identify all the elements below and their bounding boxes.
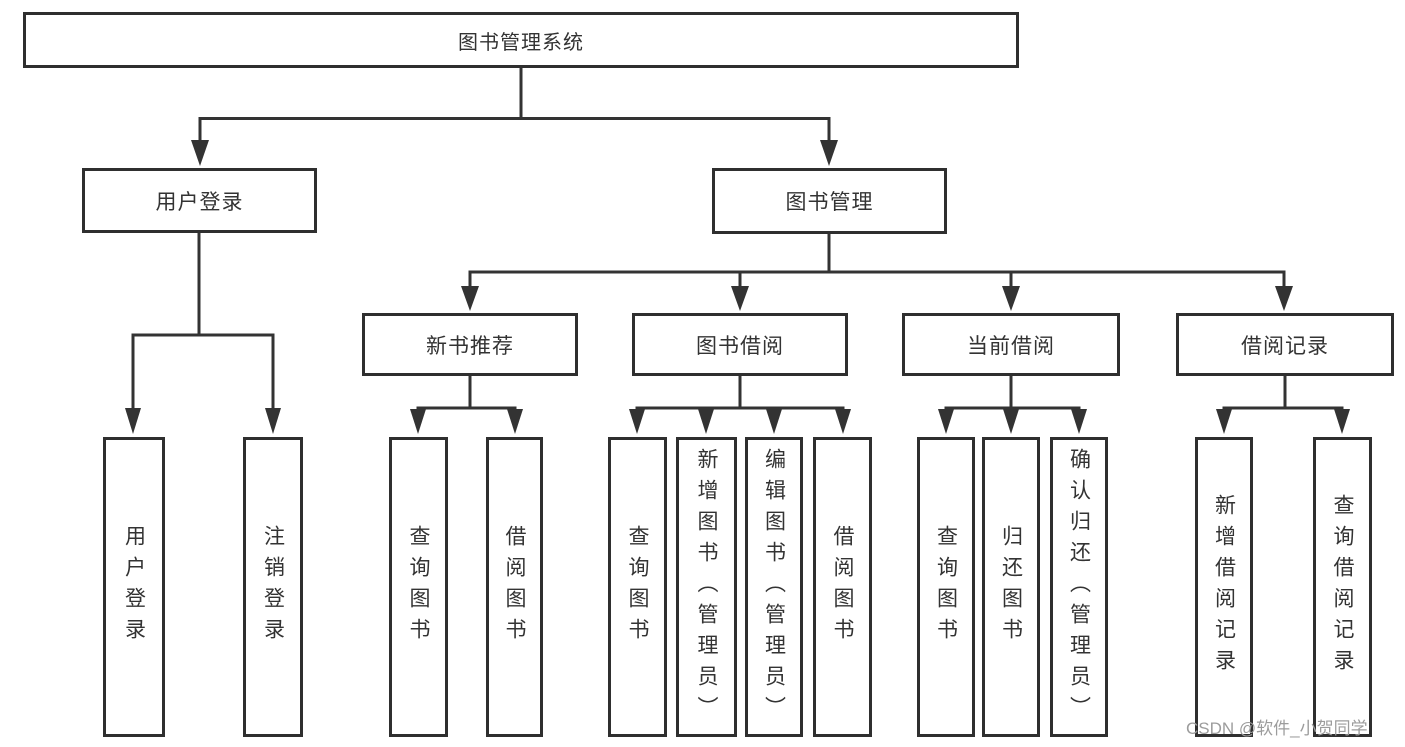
- arrowhead-g3-leaf3: [766, 409, 782, 434]
- node-root-system: 图书管理系统: [23, 12, 1019, 68]
- arrowhead-user-login: [191, 140, 209, 166]
- leaf-query-books-current: 查询图书: [917, 437, 975, 737]
- arrowhead-g3-leaf1: [629, 409, 645, 434]
- leaf-return-books: 归还图书: [982, 437, 1040, 737]
- arrowhead-g5-leaf2: [1334, 409, 1350, 434]
- arrowhead-g2-leaf2: [507, 409, 523, 434]
- leaf-query-books-current-label: 查询图书: [934, 525, 958, 649]
- node-new-book-recommend: 新书推荐: [362, 313, 578, 376]
- arrowhead-leaf-login: [125, 408, 141, 434]
- arrowhead-current-borrow: [1002, 286, 1020, 311]
- leaf-user-login: 用户登录: [103, 437, 165, 737]
- arrowhead-g2-leaf1: [410, 409, 426, 434]
- leaf-add-books-admin: 新增图书（管理员）: [676, 437, 737, 737]
- node-borrow-record: 借阅记录: [1176, 313, 1394, 376]
- node-book-management: 图书管理: [712, 168, 947, 234]
- arrowhead-g4-leaf3: [1071, 409, 1087, 434]
- node-book-borrow: 图书借阅: [632, 313, 848, 376]
- node-user-login: 用户登录: [82, 168, 317, 233]
- leaf-borrow-books-recommend-label: 借阅图书: [503, 525, 526, 649]
- leaf-query-books-recommend-label: 查询图书: [407, 525, 430, 649]
- arrowhead-g3-leaf4: [835, 409, 851, 434]
- arrowhead-new-book: [461, 286, 479, 311]
- node-borrow-record-label: 借阅记录: [1241, 334, 1329, 358]
- leaf-borrow-books-label: 借阅图书: [831, 525, 854, 649]
- leaf-query-books-borrow-label: 查询图书: [626, 525, 649, 649]
- leaf-add-borrow-record-label: 新增借阅记录: [1212, 494, 1236, 680]
- arrowhead-g3-leaf2: [698, 409, 714, 434]
- node-user-login-label: 用户登录: [155, 190, 244, 214]
- node-new-book-recommend-label: 新书推荐: [426, 334, 514, 358]
- arrowhead-book-borrow: [731, 286, 749, 311]
- leaf-query-borrow-record-label: 查询借阅记录: [1331, 494, 1354, 680]
- leaf-confirm-return-admin: 确认归还（管理员）: [1050, 437, 1108, 737]
- csdn-watermark: CSDN @软件_小贺同学: [1186, 719, 1368, 738]
- arrowhead-book-mgmt: [820, 140, 838, 166]
- arrowhead-g5-leaf1: [1216, 409, 1232, 434]
- leaf-return-books-label: 归还图书: [999, 525, 1023, 649]
- leaf-query-borrow-record: 查询借阅记录: [1313, 437, 1372, 737]
- arrowhead-g4-leaf2: [1003, 409, 1019, 434]
- leaf-edit-books-admin: 编辑图书（管理员）: [745, 437, 803, 737]
- leaf-confirm-return-admin-label: 确认归还（管理员）: [1067, 447, 1091, 727]
- leaf-borrow-books-recommend: 借阅图书: [486, 437, 543, 737]
- node-current-borrow: 当前借阅: [902, 313, 1120, 376]
- node-current-borrow-label: 当前借阅: [967, 334, 1055, 358]
- leaf-logout: 注销登录: [243, 437, 303, 737]
- leaf-borrow-books: 借阅图书: [813, 437, 872, 737]
- leaf-add-books-admin-label: 新增图书（管理员）: [695, 447, 718, 727]
- node-root-label: 图书管理系统: [458, 31, 584, 54]
- node-book-management-label: 图书管理: [785, 191, 874, 214]
- node-book-borrow-label: 图书借阅: [696, 334, 784, 358]
- arrowhead-leaf-logout: [265, 408, 281, 434]
- leaf-user-login-label: 用户登录: [122, 525, 146, 649]
- arrowhead-borrow-record: [1275, 286, 1293, 311]
- leaf-query-books-recommend: 查询图书: [389, 437, 448, 737]
- leaf-logout-label: 注销登录: [261, 525, 285, 649]
- leaf-edit-books-admin-label: 编辑图书（管理员）: [762, 447, 786, 727]
- leaf-add-borrow-record: 新增借阅记录: [1195, 437, 1253, 737]
- arrowhead-g4-leaf1: [938, 409, 954, 434]
- leaf-query-books-borrow: 查询图书: [608, 437, 667, 737]
